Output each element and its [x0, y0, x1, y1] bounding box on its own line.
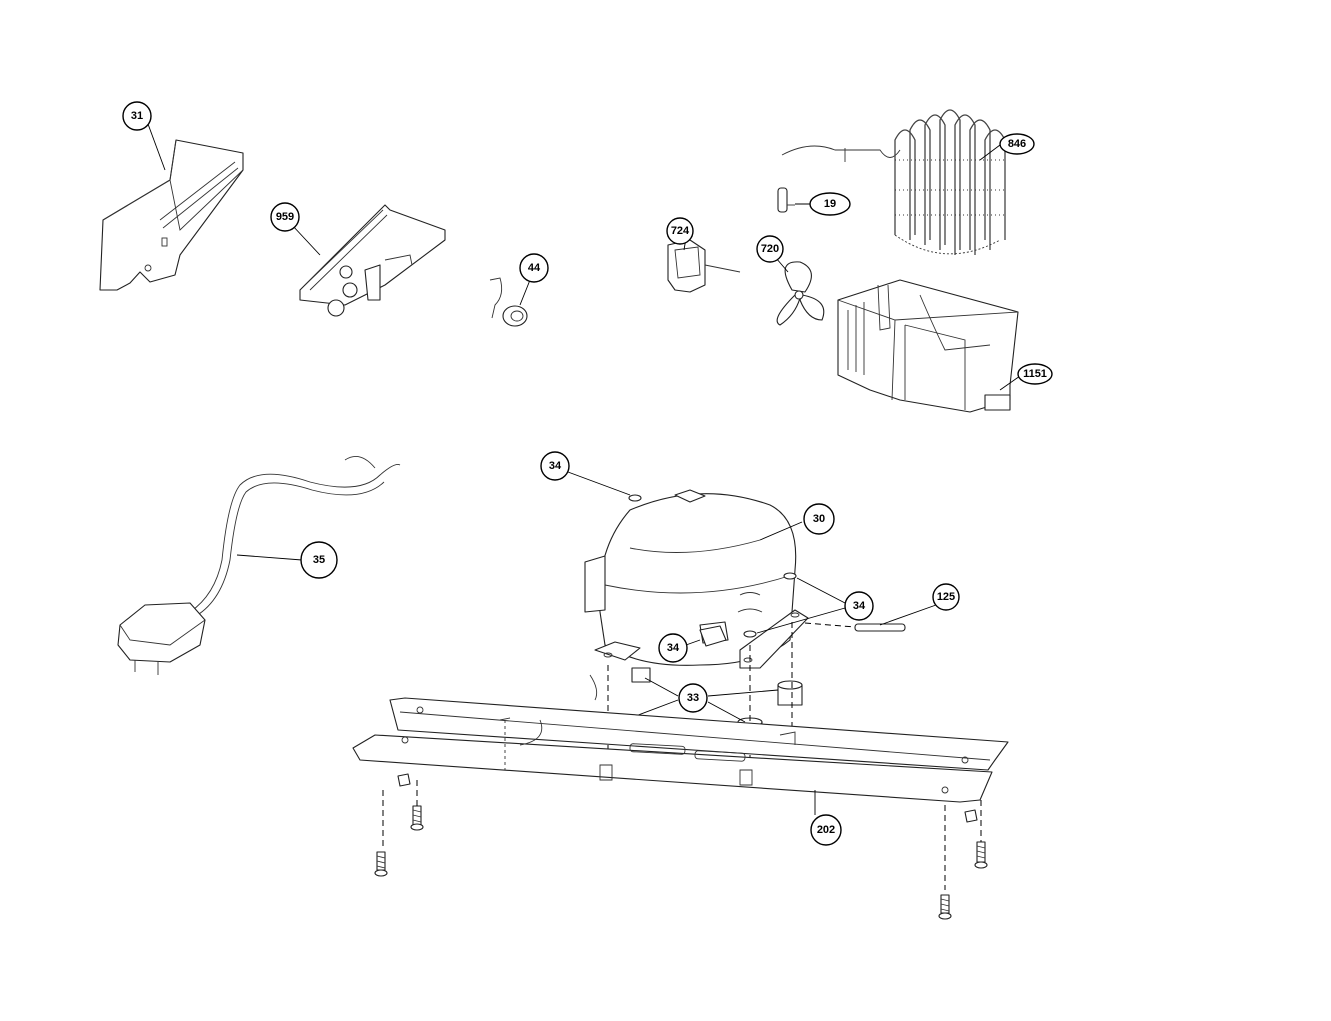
callout-125-label: 125 — [937, 591, 955, 603]
part-30-compressor — [584, 489, 809, 683]
callout-34-right: 34 — [756, 577, 874, 634]
callout-959-label: 959 — [276, 211, 294, 223]
part-724-fan-motor — [667, 239, 741, 293]
callout-720-label: 720 — [761, 243, 779, 255]
callout-44-label: 44 — [528, 262, 541, 274]
part-720-fan-blade — [776, 261, 825, 326]
screws — [374, 773, 988, 920]
callout-959: 959 — [270, 202, 321, 256]
part-959-bracket — [299, 204, 446, 317]
part-846-evaporator — [781, 109, 1006, 255]
part-19-sensor — [777, 187, 795, 213]
callout-724: 724 — [666, 217, 694, 251]
callout-33-label: 33 — [687, 692, 699, 704]
callout-35: 35 — [236, 541, 338, 579]
callout-31-label: 31 — [131, 110, 143, 122]
callout-34-bottom: 34 — [658, 633, 701, 663]
callout-35-label: 35 — [313, 554, 325, 566]
callout-846-label: 846 — [1008, 138, 1026, 150]
callout-1151-label: 1151 — [1023, 368, 1047, 380]
callout-33: 33 — [624, 677, 779, 723]
part-1151-housing — [837, 279, 1019, 413]
callout-1151: 1151 — [999, 363, 1053, 391]
callout-34-right-label: 34 — [853, 600, 866, 612]
callout-30-label: 30 — [813, 513, 825, 525]
callout-846: 846 — [979, 133, 1035, 161]
callout-34-bottom-label: 34 — [667, 642, 680, 654]
callout-30: 30 — [759, 503, 835, 541]
callout-125: 125 — [879, 583, 960, 626]
part-125-pin — [804, 622, 906, 632]
callout-44: 44 — [519, 253, 549, 306]
washers-34 — [628, 494, 797, 647]
part-35-power-cord — [117, 455, 401, 675]
part-44-relay — [489, 277, 528, 327]
callout-202: 202 — [810, 790, 842, 846]
callout-202-label: 202 — [817, 824, 835, 836]
callout-34-top: 34 — [540, 451, 631, 496]
callout-34-top-label: 34 — [549, 460, 562, 472]
callout-19: 19 — [795, 192, 851, 216]
part-202-base-plate — [352, 674, 1009, 803]
callout-724-label: 724 — [671, 225, 690, 237]
callout-31: 31 — [122, 101, 166, 171]
callout-720: 720 — [756, 235, 789, 273]
part-31-cover — [99, 139, 244, 291]
callout-19-label: 19 — [824, 198, 836, 210]
